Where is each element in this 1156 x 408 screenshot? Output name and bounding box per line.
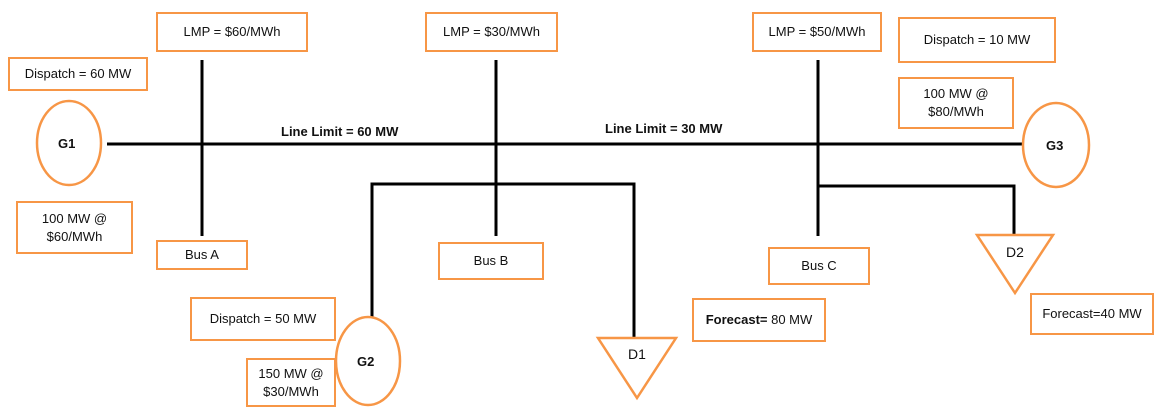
bus-a-lmp-box: LMP = $60/MWh <box>156 12 308 52</box>
d1-forecast-box: Forecast= 80 MW <box>692 298 826 342</box>
g1-generator-circle <box>35 99 103 187</box>
g1-offer-line2: $60/MWh <box>46 228 103 244</box>
bus-a-label-box: Bus A <box>156 240 248 270</box>
d2-forecast-box: Forecast=40 MW <box>1030 293 1154 335</box>
bus-c-branch-line <box>818 184 1016 235</box>
d1-forecast-label: Forecast= <box>705 312 768 328</box>
g2-label: G2 <box>357 354 375 369</box>
g2-offer-line2: $30/MWh <box>263 383 319 399</box>
g2-dispatch-box: Dispatch = 50 MW <box>190 297 336 341</box>
g2-generator-circle <box>334 315 402 407</box>
g1-offer-box: 100 MW @ $60/MWh <box>16 201 133 254</box>
line-limit-bc-label: Line Limit = 30 MW <box>605 121 723 136</box>
g1-label: G1 <box>58 136 76 151</box>
g3-generator-circle <box>1021 101 1091 189</box>
g3-offer-line2: $80/MWh <box>928 104 984 119</box>
d1-load-triangle <box>595 336 679 401</box>
g3-dispatch-box: Dispatch = 10 MW <box>898 17 1056 63</box>
bus-c-lmp-box: LMP = $50/MWh <box>752 12 882 52</box>
g1-offer-line1: 100 MW @ <box>41 210 108 226</box>
line-limit-ab-label: Line Limit = 60 MW <box>281 124 399 139</box>
g2-offer-box: 150 MW @ $30/MWh <box>246 358 336 407</box>
g2-offer-line1: 150 MW @ <box>258 365 324 381</box>
g1-dispatch-box: Dispatch = 60 MW <box>8 57 148 91</box>
bus-b-branch-line <box>370 182 636 337</box>
d2-load-triangle <box>974 233 1056 296</box>
g3-offer-line1: 100 MW @ <box>923 86 989 102</box>
d2-label: D2 <box>1006 244 1024 260</box>
g3-offer-box: 100 MW @ $80/MWh <box>898 77 1014 129</box>
g3-label: G3 <box>1046 138 1064 153</box>
d1-label: D1 <box>628 346 646 362</box>
bus-b-lmp-box: LMP = $30/MWh <box>425 12 558 52</box>
bus-b-label-box: Bus B <box>438 242 544 280</box>
bus-c-label-box: Bus C <box>768 247 870 285</box>
d1-forecast-value: 80 MW <box>767 312 813 328</box>
